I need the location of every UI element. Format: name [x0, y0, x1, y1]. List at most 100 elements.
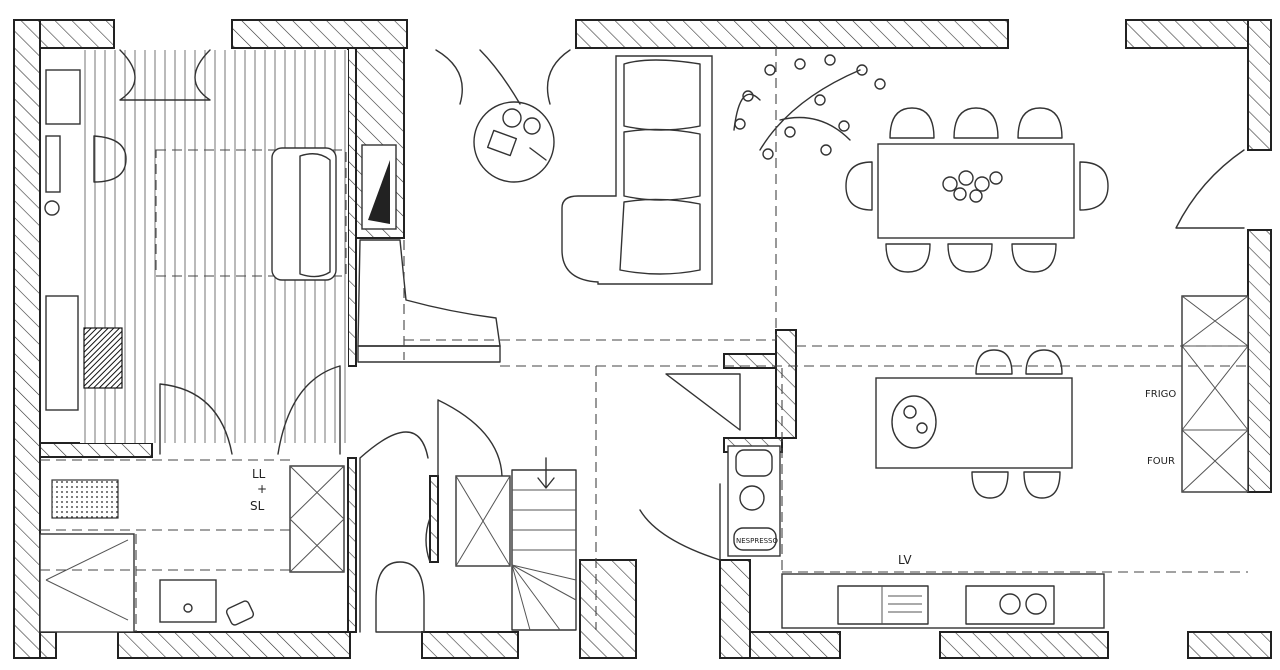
- washbasin: [159, 579, 217, 623]
- shower-drain-lines: [45, 539, 129, 621]
- soap-dish: [225, 600, 255, 626]
- dining-table: [877, 143, 1075, 239]
- fruit-icon: [903, 405, 917, 419]
- chair-bedroom: [93, 135, 127, 183]
- tall-cabinets-cross: [1181, 295, 1249, 493]
- wall-bottom-4: [719, 559, 751, 659]
- bedroom: [44, 49, 348, 455]
- fruit-bowl: [891, 395, 937, 449]
- drainboard-lines: [888, 595, 922, 613]
- dashed-guides: [40, 48, 1248, 632]
- storage-cross: [455, 475, 511, 567]
- wall-living-divider: [347, 47, 357, 367]
- arrow-down-icon: [537, 457, 555, 489]
- fridge-label: FRIGO: [1145, 389, 1176, 400]
- door-swing-bedroom-2: [277, 365, 341, 455]
- sofa-cushions-living: [619, 59, 701, 275]
- wall-bedroom-bottom: [39, 442, 153, 458]
- dining-chair-left: [845, 161, 873, 211]
- utility-room: LL + SL: [39, 465, 345, 633]
- nespresso-label: NESPRESSO: [736, 537, 778, 545]
- corner-bench: [357, 239, 501, 347]
- wall-bottom-3: [421, 631, 519, 659]
- kitchen: FRIGO FOUR NESPRESSO LV: [639, 295, 1249, 629]
- kitchen-counter: [781, 573, 1105, 629]
- kitchen-island: [875, 377, 1073, 469]
- fireplace-area: [357, 144, 501, 363]
- island-chairs-bottom: [971, 471, 1061, 499]
- tap-icon: [183, 603, 193, 613]
- dining-chair-right: [1079, 161, 1109, 211]
- l-sofa: [561, 55, 713, 285]
- fruit-icon-2: [916, 422, 928, 434]
- wall-top-mid: [575, 19, 1009, 49]
- guide-1: [403, 48, 1248, 360]
- island-chairs-top: [975, 349, 1063, 375]
- cup-icon: [502, 108, 522, 128]
- wall-stair-left: [429, 475, 439, 563]
- sofa-cushions: [299, 153, 331, 278]
- dishwasher-label: LV: [898, 553, 912, 567]
- plant-icon: [733, 54, 886, 160]
- dining-area: [845, 107, 1109, 273]
- piano-stool: [83, 327, 123, 389]
- coffee-machine: [735, 449, 773, 477]
- wall-left: [13, 19, 41, 659]
- book-icon: [486, 129, 518, 157]
- wall-right-lower: [1247, 229, 1272, 493]
- window-door-top: [119, 49, 211, 101]
- cup-icon-2: [523, 117, 541, 135]
- wall-bottom-left: [39, 631, 57, 659]
- fireplace-fire: [368, 160, 390, 224]
- pen-icon: [529, 147, 547, 161]
- wc-door-swing: [359, 431, 429, 633]
- exterior-walls: [13, 19, 1272, 659]
- kitchen-door-triangle: [665, 373, 741, 431]
- interior-walls: [39, 47, 797, 633]
- cooktop: [965, 585, 1055, 625]
- toilet: [375, 561, 425, 633]
- living-room: [435, 49, 886, 285]
- flowers-icon: [942, 170, 1003, 203]
- wall-bottom-6: [939, 631, 1109, 659]
- wc-sink: [425, 517, 431, 563]
- lamp-icon: [44, 200, 60, 216]
- sofa-bedroom: [271, 147, 337, 281]
- laundry-label-line1: LL: [252, 467, 266, 481]
- wall-right-upper: [1247, 19, 1272, 151]
- sink: [837, 585, 929, 625]
- wall-bottom-stair: [579, 559, 637, 659]
- guide-2: [500, 365, 1248, 630]
- burner-icon-2: [1025, 593, 1047, 615]
- doormat: [51, 479, 119, 519]
- wall-bottom-2: [117, 631, 351, 659]
- dining-chairs-bottom: [885, 243, 1057, 273]
- kitchen-door-swing: [639, 483, 721, 561]
- coffee-table: [473, 101, 555, 183]
- kettle-icon: [739, 485, 765, 511]
- washer-dryer-stack: [289, 465, 345, 573]
- wall-bottom-7: [1187, 631, 1272, 659]
- nespresso-machine: [733, 527, 777, 551]
- stair-door-swing: [437, 399, 503, 477]
- shower: [39, 533, 135, 633]
- wall-wc-left: [347, 457, 357, 633]
- french-doors: [435, 49, 571, 105]
- radiator: [45, 135, 61, 193]
- staircase: [511, 457, 577, 631]
- nightstand: [45, 69, 81, 125]
- wc-stairs: [359, 149, 1245, 633]
- oven-label: FOUR: [1147, 456, 1175, 467]
- wall-top-mid-left: [231, 19, 408, 49]
- wall-bottom-5: [749, 631, 841, 659]
- laundry-label-line2: +: [257, 482, 267, 496]
- entry-door-swing: [1175, 149, 1245, 229]
- burner-icon: [999, 593, 1021, 615]
- tall-cabinets: [1181, 295, 1249, 493]
- door-swing-bedroom: [159, 383, 233, 455]
- laundry-label-line3: SL: [250, 499, 265, 513]
- piano-keys: [45, 295, 79, 411]
- wall-kitchen-pillar: [775, 329, 797, 439]
- bed-outline: [155, 149, 347, 277]
